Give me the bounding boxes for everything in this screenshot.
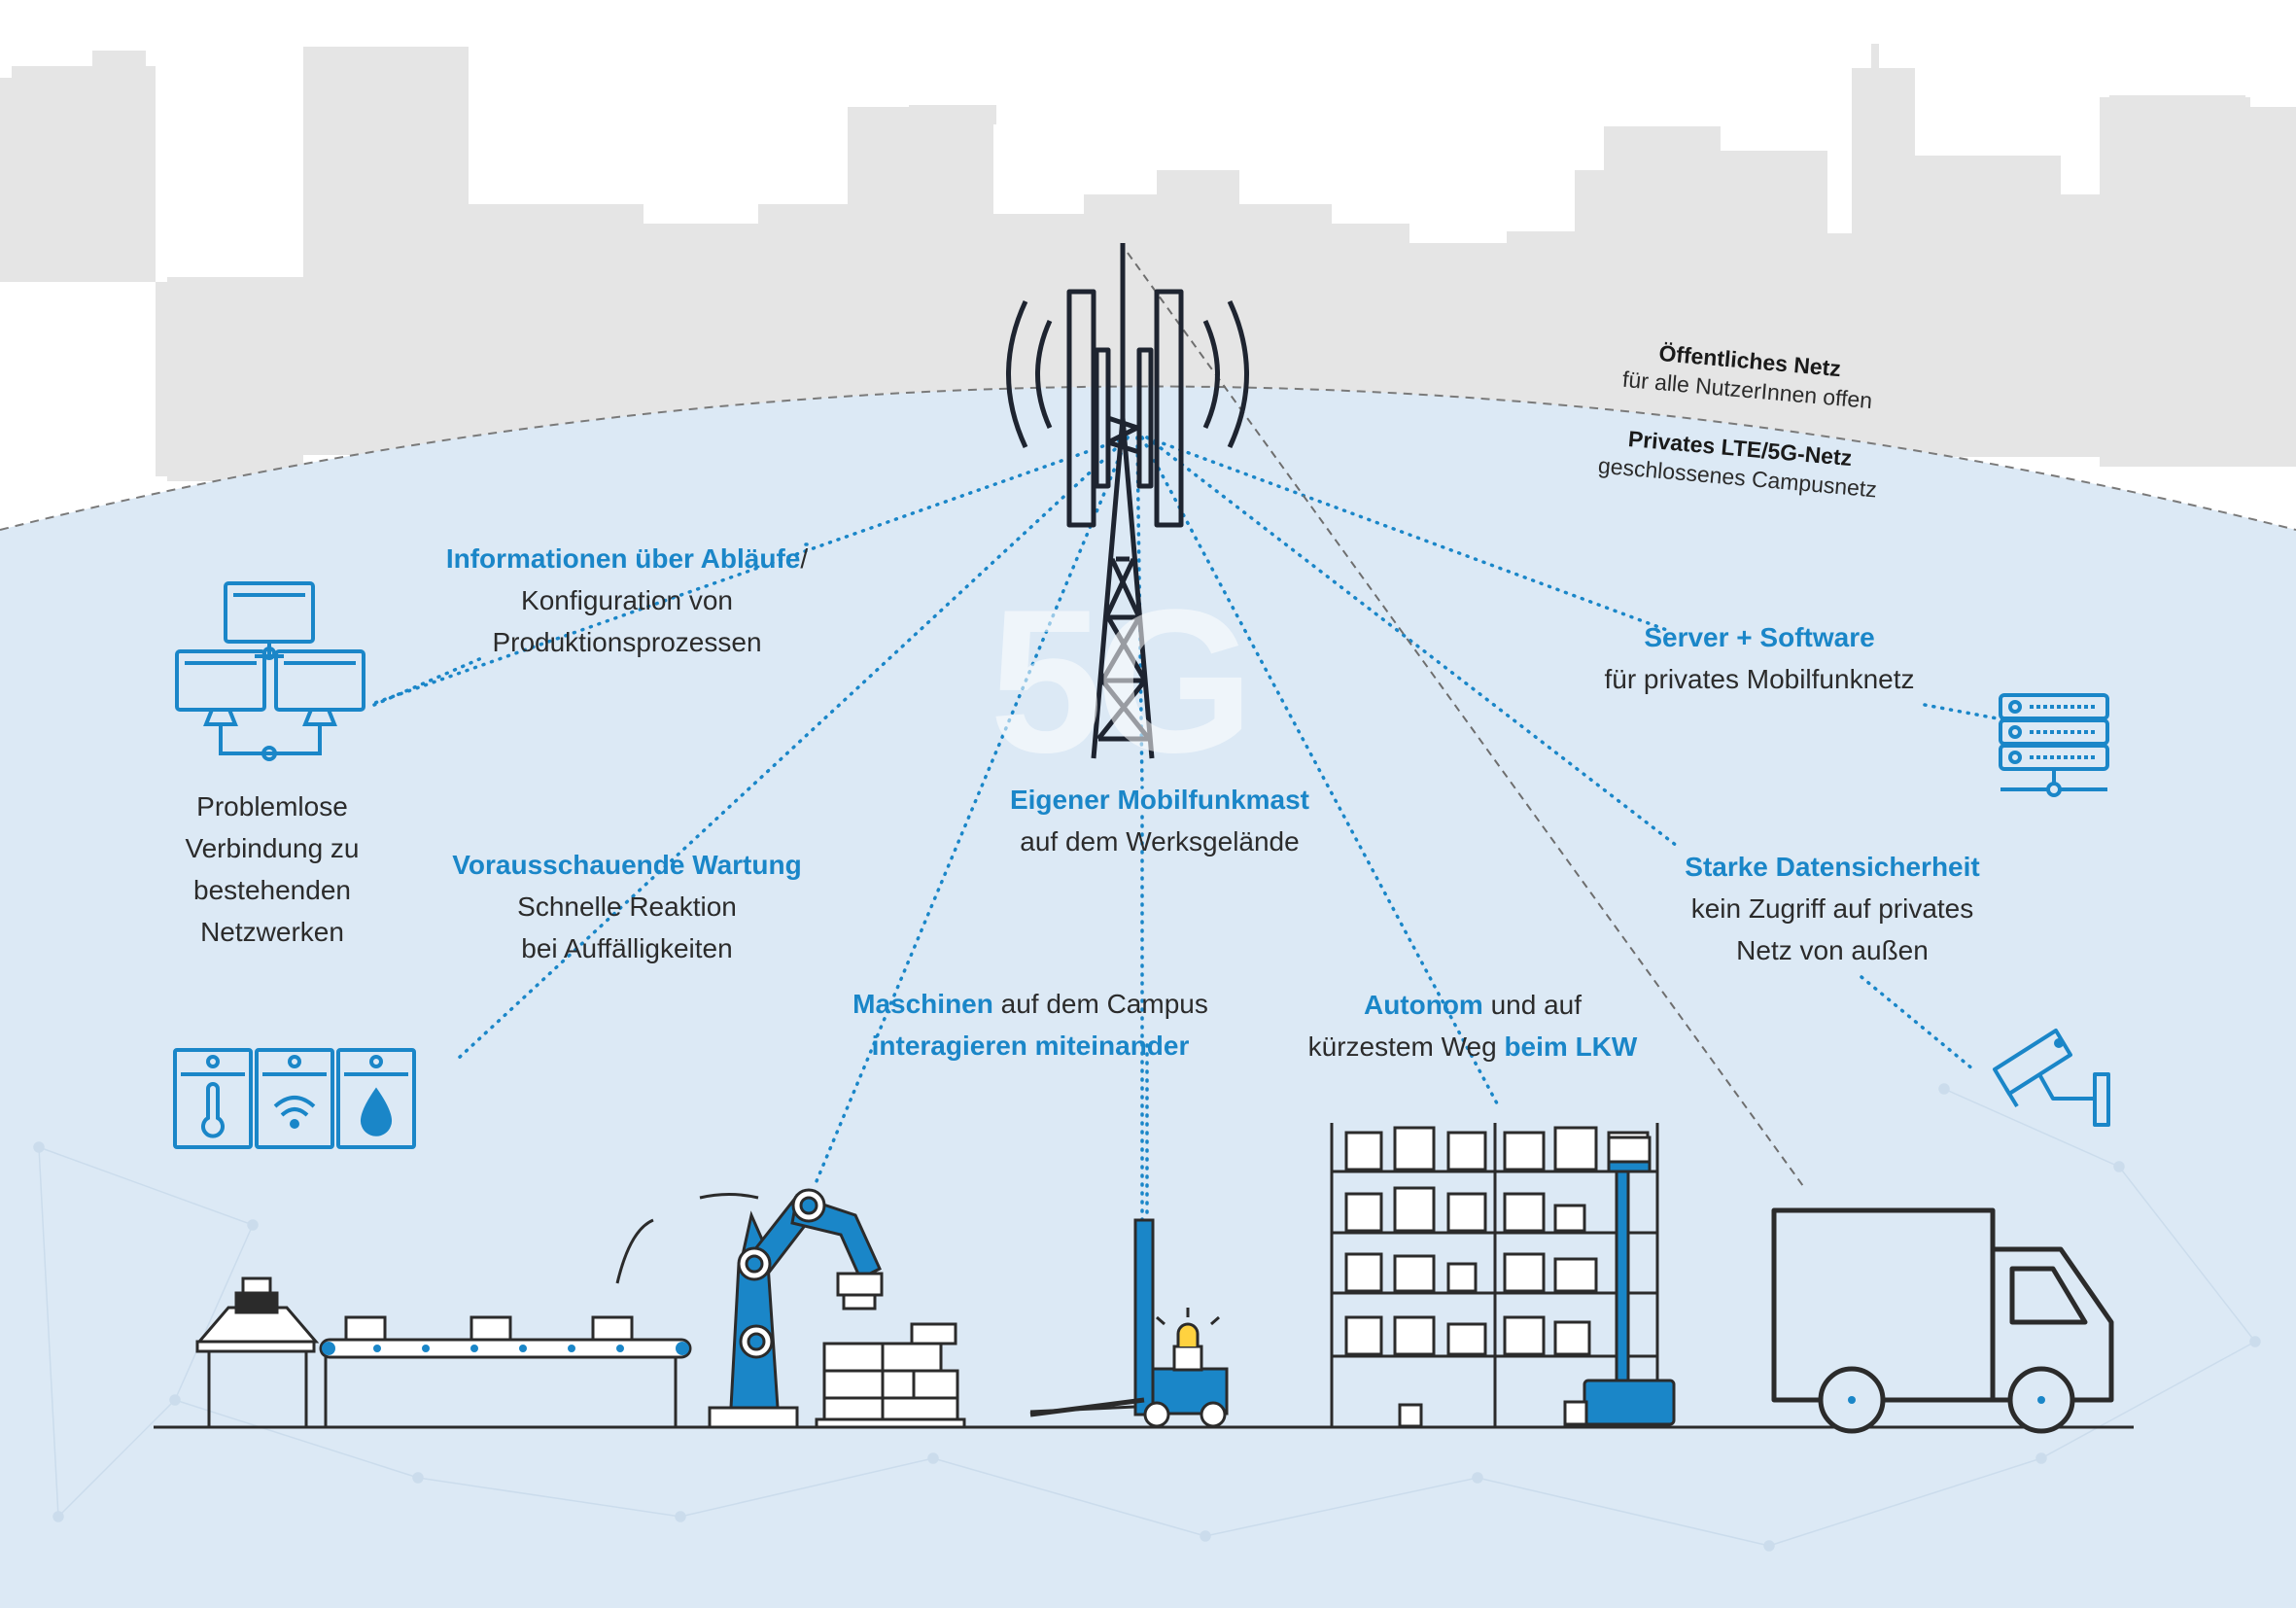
- maintenance-line2: Schnelle Reaktion: [517, 891, 737, 922]
- info-slash: /: [800, 543, 809, 574]
- connect-line1: Problemlose: [196, 791, 348, 821]
- security-line2: kein Zugriff auf privates: [1690, 893, 1974, 924]
- network-boundary-line: [0, 385, 2296, 531]
- background-network-mesh: [33, 1083, 2261, 1552]
- watermark-5g: 5G: [990, 567, 1254, 795]
- server-title: Server + Software: [1644, 622, 1875, 652]
- private-network-dome: [0, 386, 2296, 1608]
- machines-tail1: auf dem Campus: [992, 989, 1208, 1019]
- public-link-line: [1127, 252, 1804, 1187]
- info-title: Informationen über Abläufe: [445, 543, 801, 574]
- monitor-network-icon: [175, 581, 365, 761]
- wifi-icon: [255, 1048, 334, 1149]
- forklift-icon: [1029, 1218, 1229, 1428]
- connect-line4: Netzwerken: [200, 917, 344, 947]
- security-line3: Netz von außen: [1736, 935, 1929, 965]
- maintenance-label: Vorausschauende Wartung Schnelle Reaktio…: [433, 844, 821, 969]
- autonom-tail1: und auf: [1482, 990, 1583, 1020]
- security-camera-icon: [1993, 1029, 2110, 1127]
- security-label: Starke Datensicherheit kein Zugriff auf …: [1633, 846, 2032, 971]
- server-rack-icon: [1999, 693, 2109, 797]
- maintenance-line3: bei Auffälligkeiten: [521, 933, 733, 963]
- autonom-bold2: beim LKW: [1504, 1031, 1638, 1062]
- autonom-bold1: Autonom: [1363, 990, 1483, 1020]
- conveyor-icon: [195, 1276, 692, 1427]
- thermometer-icon: [173, 1048, 253, 1149]
- autonom-pre2: kürzestem Weg: [1307, 1031, 1505, 1062]
- truck-icon: [1771, 1207, 2114, 1434]
- sensor-panels: [173, 1048, 416, 1149]
- machines-bold1: Maschinen: [852, 989, 993, 1019]
- cell-tower-icon: [1006, 243, 1249, 759]
- machines-label: Maschinen auf dem Campus interagieren mi…: [817, 983, 1244, 1066]
- autonom-label: Autonom und auf kürzestem Weg beim LKW: [1269, 984, 1677, 1067]
- mast-line2: auf dem Werksgelände: [1020, 826, 1300, 856]
- robot-arm-icon: [708, 1188, 884, 1429]
- connect-line2: Verbindung zu: [185, 833, 360, 863]
- info-line3: Produktionsprozessen: [492, 627, 762, 657]
- info-line2: Konfiguration von: [521, 585, 733, 615]
- connect-label: Problemlose Verbindung zu bestehenden Ne…: [156, 786, 389, 953]
- water-drop-icon: [336, 1048, 416, 1149]
- box-stack: [815, 1322, 966, 1429]
- security-title: Starke Datensicherheit: [1685, 852, 1980, 882]
- info-label: Informationen über Abläufe/ Konfiguratio…: [408, 538, 846, 663]
- agv-robot-icon: [1563, 1136, 1676, 1426]
- throw-arc: [615, 1218, 654, 1284]
- connect-line3: bestehenden: [193, 875, 351, 905]
- server-line2: für privates Mobilfunknetz: [1604, 664, 1915, 694]
- mast-title: Eigener Mobilfunkmast: [1009, 785, 1310, 815]
- machines-bold2: interagieren miteinander: [871, 1031, 1190, 1061]
- mast-label: Eigener Mobilfunkmast auf dem Werksgelän…: [975, 779, 1344, 862]
- server-label: Server + Software für privates Mobilfunk…: [1560, 616, 1959, 700]
- maintenance-title: Vorausschauende Wartung: [452, 850, 802, 880]
